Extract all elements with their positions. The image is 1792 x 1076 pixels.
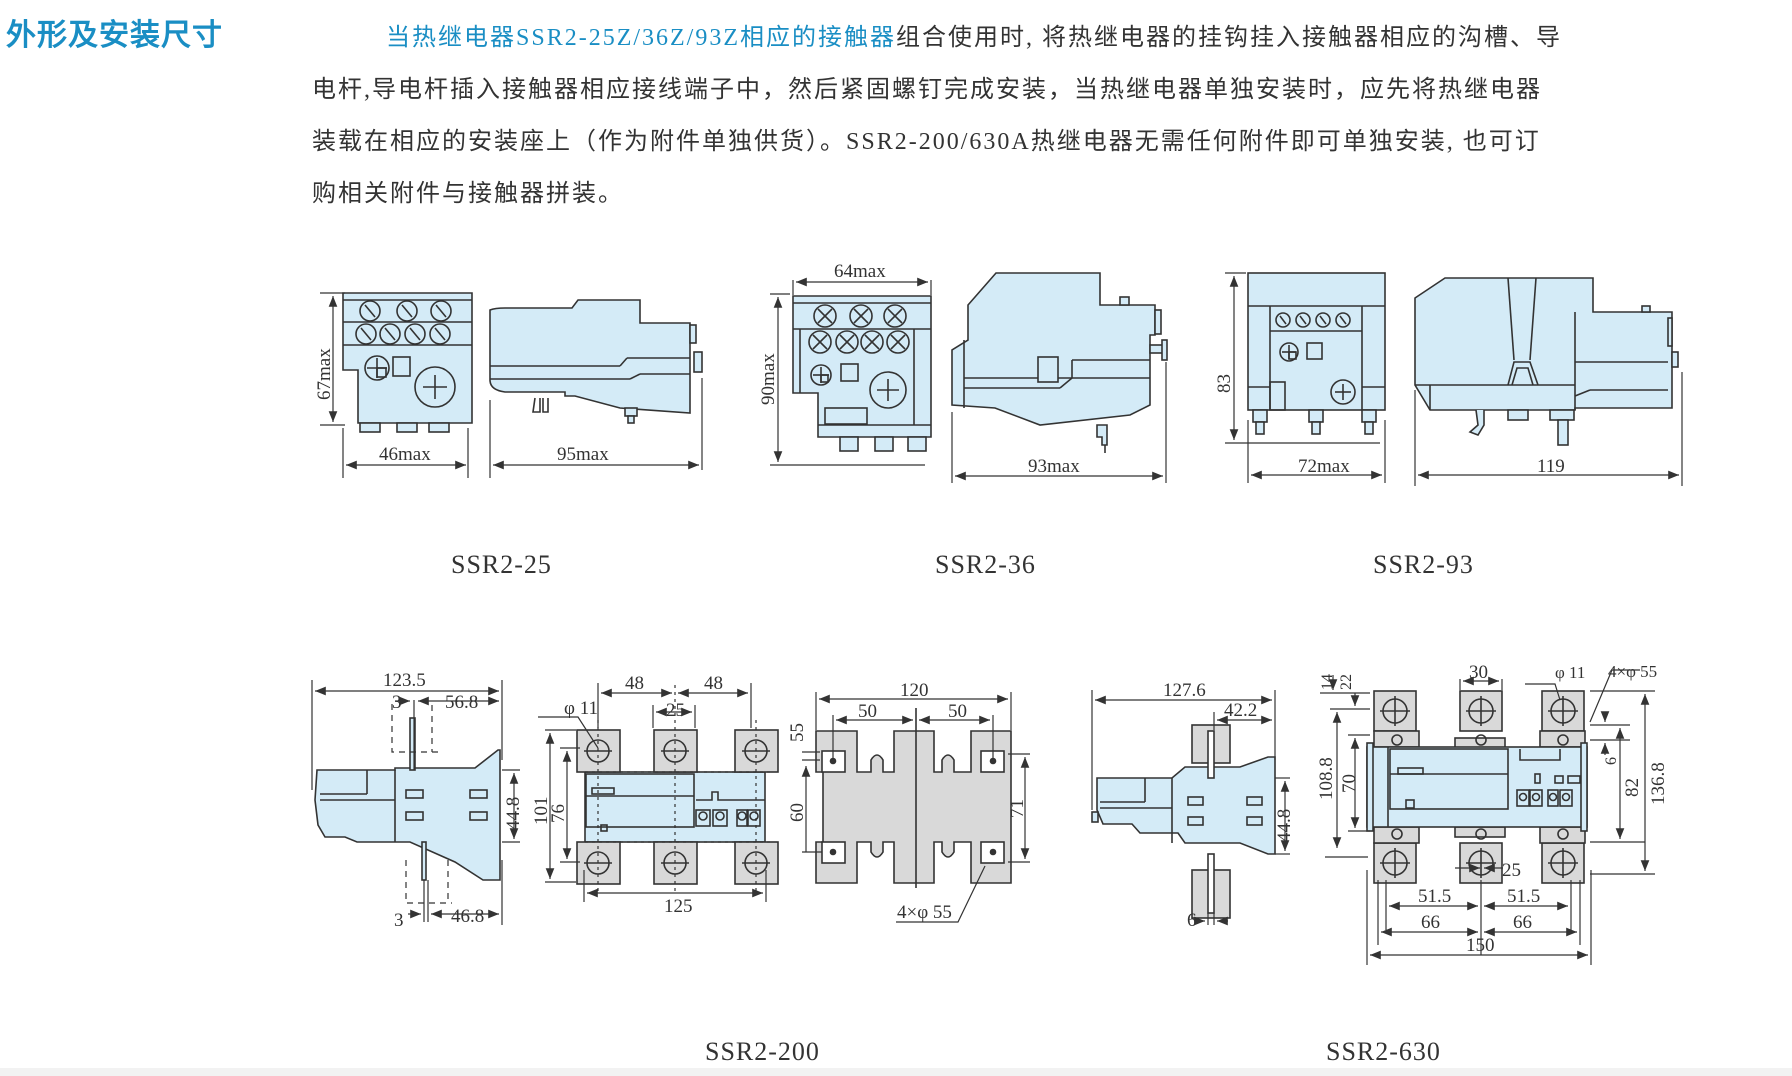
ssr2-25-height-label: 67max — [314, 348, 335, 400]
ssr2-36-depth-label: 93max — [1028, 456, 1080, 477]
ssr2-200-pitch-left: 48 — [625, 673, 644, 694]
paragraph-line-2: 电杆,导电杆插入接触器相应接线端子中，然后紧固螺钉完成安装，当热继电器单独安装时… — [312, 77, 1542, 103]
ssr2-36-width-label: 64max — [834, 261, 886, 282]
ssr2-93-width-label: 72max — [1298, 456, 1350, 477]
ssr2-630-term-width: 30 — [1469, 662, 1488, 683]
ssr2-36-front-view — [792, 295, 932, 452]
paragraph-line-1-rest: 组合使用时, 将热继电器的挂钩挂入接触器相应的沟槽、导 — [896, 25, 1563, 51]
ssr2-200-side-dimensions — [311, 680, 520, 925]
ssr2-630-r3: 136.8 — [1648, 762, 1669, 805]
ssr2-25-width-label: 46max — [379, 444, 431, 465]
ssr2-630-r2: 82 — [1622, 778, 1643, 797]
ssr2-630-side-dimensions — [1091, 690, 1290, 926]
ssr2-36-side-view — [951, 272, 1168, 453]
ssr2-200-pitch-right: 48 — [704, 673, 723, 694]
section-title: 外形及安装尺寸 — [6, 18, 223, 53]
ssr2-200-side-view — [314, 704, 501, 904]
paragraph-line-4: 购相关附件与接触器拼装。 — [312, 181, 624, 207]
ssr2-630-side-c: 44.8 — [1274, 809, 1295, 842]
ssr2-200-front-dimensions — [538, 683, 767, 902]
ssr2-200-base-right: 50 — [948, 701, 967, 722]
ssr2-93-height-label: 83 — [1214, 374, 1235, 393]
ssr2-200-width-label: 125 — [664, 896, 693, 917]
caption-ssr2-630: SSR2-630 — [1326, 1037, 1441, 1066]
ssr2-93-side-view — [1414, 277, 1679, 446]
ssr2-93-depth-label: 119 — [1537, 456, 1565, 477]
ssr2-200-base-holes: 4×φ 55 — [897, 902, 952, 923]
ssr2-200-base-dimensions — [801, 692, 1030, 923]
ssr2-630-p3: 66 — [1421, 912, 1440, 933]
ssr2-200-base-left: 50 — [858, 701, 877, 722]
ssr2-200-dim-a: 3 — [392, 692, 402, 713]
ssr2-200-h2-label: 76 — [548, 804, 569, 823]
ssr2-25-side-view — [489, 299, 703, 424]
ssr2-630-side-view — [1091, 724, 1276, 919]
ssr2-630-hole: φ 11 — [1555, 663, 1585, 682]
ssr2-25-depth-label: 95max — [557, 444, 609, 465]
ssr2-630-front-dimensions — [1320, 669, 1655, 965]
ssr2-630-p1: 51.5 — [1418, 886, 1451, 907]
ssr2-630-top-b: 22 — [1338, 674, 1355, 690]
ssr2-200-h1-label: 101 — [531, 797, 552, 826]
ssr2-630-side-overall: 127.6 — [1163, 680, 1206, 701]
ssr2-25-front-view — [342, 292, 473, 433]
ssr2-630-side-d: 6 — [1187, 910, 1197, 931]
ssr2-25-dimensions — [320, 292, 703, 478]
ssr2-630-side-a: 42.2 — [1224, 700, 1257, 721]
ssr2-200-dim-d: 3 — [394, 910, 404, 931]
ssr2-200-center-label: 25 — [666, 700, 685, 721]
caption-ssr2-200: SSR2-200 — [705, 1037, 820, 1066]
ssr2-630-center: 25 — [1502, 860, 1521, 881]
ssr2-200-overall-label: 123.5 — [383, 670, 426, 691]
ssr2-93-front-view — [1247, 272, 1386, 435]
ssr2-630-h1: 108.8 — [1316, 757, 1337, 800]
ssr2-200-base-overall: 120 — [900, 680, 929, 701]
ssr2-200-base-top: 55 — [787, 723, 808, 742]
caption-ssr2-36: SSR2-36 — [935, 550, 1036, 579]
ssr2-630-r1: 6 — [1603, 757, 1620, 765]
caption-ssr2-25: SSR2-25 — [451, 550, 552, 579]
ssr2-200-front-view — [576, 685, 779, 892]
ssr2-200-base-vert-right: 71 — [1007, 799, 1028, 818]
paragraph-line-1: 当热继电器SSR2-25Z/36Z/93Z相应的接触器组合使用时, 将热继电器的… — [312, 12, 1712, 64]
installation-paragraph: 当热继电器SSR2-25Z/36Z/93Z相应的接触器组合使用时, 将热继电器的… — [312, 12, 1712, 220]
caption-ssr2-93: SSR2-93 — [1373, 550, 1474, 579]
ssr2-36-height-label: 90max — [758, 353, 779, 405]
adjust-screws — [355, 300, 452, 345]
ssr2-200-dim-e: 46.8 — [451, 906, 484, 927]
ssr2-200-base-vert-left: 60 — [787, 803, 808, 822]
ssr2-630-h2: 70 — [1339, 774, 1360, 793]
ssr2-200-dim-b: 56.8 — [445, 692, 478, 713]
paragraph-highlight: 当热继电器SSR2-25Z/36Z/93Z相应的接触器 — [386, 25, 897, 51]
paragraph-line-3: 装载在相应的安装座上（作为附件单独供货）。SSR2-200/630A热继电器无需… — [312, 129, 1541, 155]
ssr2-630-front-view — [1366, 690, 1588, 884]
ssr2-93-dimensions — [1225, 272, 1683, 486]
ssr2-200-dim-c: 44.8 — [503, 797, 524, 830]
ssr2-630-holes: 4×φ 55 — [1608, 662, 1657, 681]
ssr2-200-hole-label: φ 11 — [564, 698, 598, 719]
ssr2-200-mounting-base — [815, 708, 1012, 888]
ssr2-630-p2: 51.5 — [1507, 886, 1540, 907]
footer-divider — [0, 1068, 1792, 1076]
ssr2-36-dimensions — [770, 277, 1167, 483]
ssr2-630-p4: 66 — [1513, 912, 1532, 933]
ssr2-630-top-a: 14 — [1319, 674, 1336, 690]
ssr2-630-width: 150 — [1466, 935, 1495, 956]
